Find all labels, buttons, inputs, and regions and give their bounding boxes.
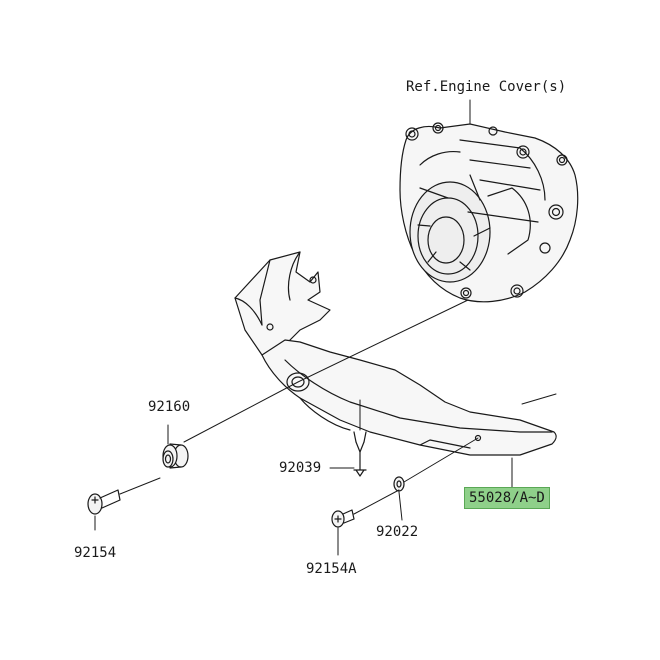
clip-92039-drawing bbox=[353, 431, 367, 477]
label-part-92154a: 92154A bbox=[306, 561, 357, 577]
bolt-92154a-drawing bbox=[331, 509, 355, 528]
label-part-92022: 92022 bbox=[376, 524, 419, 540]
label-ref-engine-cover: Ref.Engine Cover(s) bbox=[406, 79, 567, 95]
grommet-92160-drawing bbox=[162, 443, 189, 469]
label-part-92160: 92160 bbox=[148, 399, 191, 415]
label-part-92039: 92039 bbox=[279, 460, 322, 476]
engine-cover-drawing bbox=[399, 122, 579, 303]
label-part-55028-highlighted[interactable]: 55028/A~D bbox=[464, 487, 550, 509]
washer-92022-drawing bbox=[393, 476, 405, 492]
under-cowl-drawing bbox=[234, 251, 557, 456]
label-part-92154: 92154 bbox=[74, 545, 117, 561]
bolt-92154-drawing bbox=[87, 489, 121, 515]
leader-lines bbox=[94, 99, 557, 556]
